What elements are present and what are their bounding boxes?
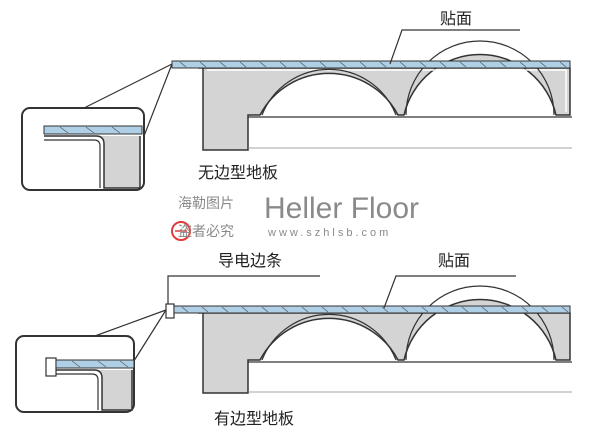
watermark-line1: 海勒图片 bbox=[178, 196, 234, 212]
edgeless-panel-body bbox=[198, 53, 571, 151]
watermark-line2: 盗者必究 bbox=[178, 224, 234, 240]
edged-detail-zoom bbox=[15, 335, 135, 413]
edgeless-facing-layer bbox=[171, 60, 571, 69]
red-stamp-icon bbox=[171, 221, 191, 241]
bottom-caption: 有边型地板 bbox=[214, 409, 294, 428]
top-facing-leader bbox=[389, 29, 520, 65]
bottom-facing-leader bbox=[383, 275, 516, 309]
edged-panel-body bbox=[198, 298, 571, 394]
top-caption: 无边型地板 bbox=[198, 163, 278, 182]
conductive-edge-strip bbox=[165, 303, 175, 319]
bottom-facing-label: 贴面 bbox=[438, 251, 470, 270]
watermark: 海勒图片 盗者必究 Heller Floor www.szhlsb.com bbox=[171, 192, 419, 241]
edgeless-floor-section: 贴面 无边型地板 bbox=[21, 9, 572, 191]
edged-floor-section: 导电边条 贴面 有边型地板 bbox=[15, 251, 572, 428]
strip-leader bbox=[167, 275, 320, 304]
watermark-brand: Heller Floor bbox=[264, 192, 419, 225]
bottom-strip-label: 导电边条 bbox=[218, 251, 282, 270]
top-facing-label: 贴面 bbox=[440, 9, 472, 28]
edgeless-detail-zoom bbox=[21, 107, 145, 191]
watermark-url: www.szhlsb.com bbox=[267, 227, 391, 239]
edged-facing-layer bbox=[173, 305, 571, 314]
